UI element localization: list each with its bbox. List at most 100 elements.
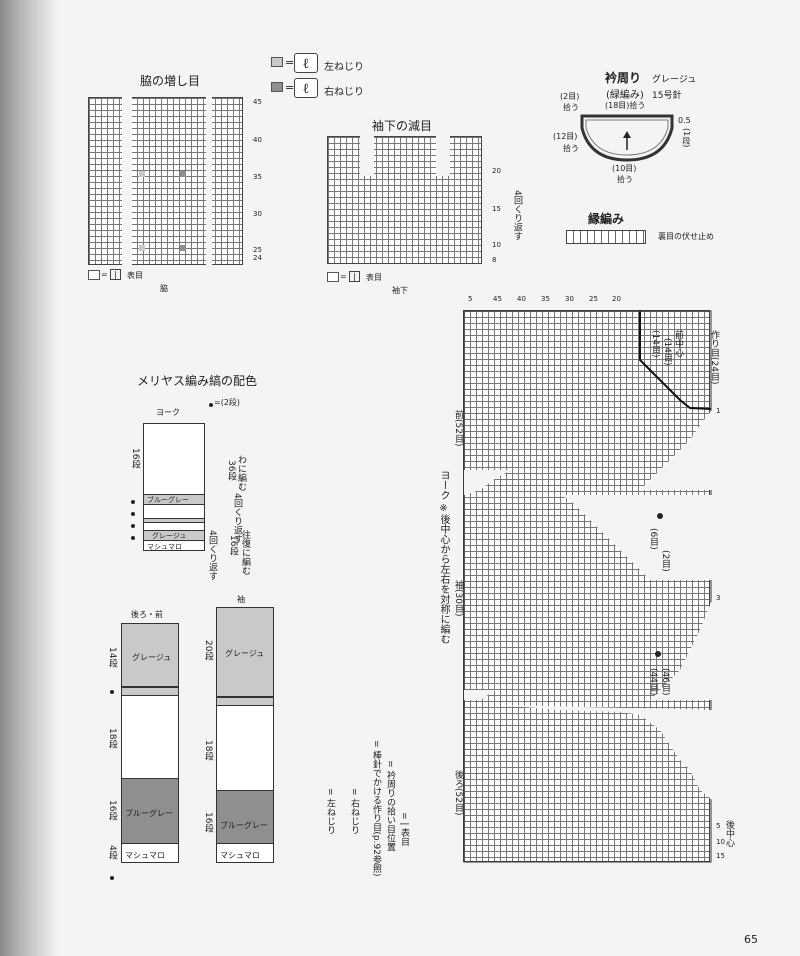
side-label: 脇 — [160, 284, 168, 293]
count-label: (2目) — [660, 550, 670, 572]
sleeve-greige — [216, 607, 274, 697]
cast-on-label: 作り目(24目) — [709, 330, 719, 385]
color-label: ブルーグレー — [125, 809, 173, 818]
color-label: グレージュ — [152, 532, 187, 540]
rows-label: 18段 — [107, 728, 117, 749]
dot-note: =(2段) — [214, 398, 241, 407]
dot-icon — [209, 403, 213, 407]
color-label: グレージュ — [225, 649, 265, 658]
rows-label: 36段 — [226, 460, 236, 481]
body-bluegray — [121, 778, 179, 844]
row-label: 35 — [253, 173, 262, 181]
book-spine-shadow — [0, 0, 58, 956]
legend-line: = 棒針でかける作り目(p.92参照) — [371, 740, 381, 877]
pick-label: 拾う — [563, 103, 579, 112]
sleeve-bluegray — [216, 790, 274, 844]
row-label: 25 — [253, 246, 262, 254]
top-mark: 25 — [589, 295, 598, 303]
dot-icon — [131, 536, 135, 540]
count-label: (44目) — [648, 668, 658, 696]
collar-yarn: グレージュ — [652, 75, 697, 85]
dark-square-icon — [271, 82, 283, 92]
count-label: (6目) — [648, 528, 658, 550]
body-stripe — [121, 687, 179, 696]
back-forth-label: 往復に編む — [240, 530, 250, 575]
legend-knit: 表目 — [127, 271, 143, 280]
legend-right-twist: 右ねじり — [324, 87, 364, 98]
pickup-marker — [657, 513, 663, 519]
row-number: 10 — [716, 838, 725, 846]
side-inc-title: 脇の増し目 — [140, 74, 201, 88]
edge-title: 縁編み — [588, 212, 625, 226]
twist-mark — [139, 171, 145, 177]
yoke-grid — [463, 310, 710, 862]
collar-stitch: (緑編み) — [606, 90, 644, 101]
knit-symbol: | — [110, 269, 121, 280]
legend-knit: 表目 — [366, 273, 382, 282]
pick-label: (2目) — [560, 92, 580, 101]
color-label: マシュマロ — [125, 851, 165, 860]
repeat-label: 4回くり返す — [232, 493, 242, 544]
top-mark: 30 — [565, 295, 574, 303]
repeat-label: 4回くり返す — [512, 190, 522, 241]
dot-icon — [131, 500, 135, 504]
collar-title: 衿周り — [605, 71, 642, 85]
count-label: (14目) — [650, 330, 660, 358]
row-label: 24 — [253, 254, 262, 262]
edge-note: 裏目の伏せ止め — [658, 232, 714, 241]
body-greige — [121, 623, 179, 687]
row-label: 10 — [492, 241, 501, 249]
pick-label: (18目)拾う — [605, 101, 646, 110]
collar-needle: 15号針 — [652, 91, 682, 101]
yoke-label: ヨーク — [156, 408, 180, 417]
front-center-label: 前中心 — [673, 330, 683, 357]
knit-symbol: | — [349, 271, 360, 282]
top-mark: 40 — [517, 295, 526, 303]
round-label: わに編む — [236, 455, 246, 491]
legend-line: = 左ねじり — [325, 788, 335, 835]
stripe-title: メリヤス編み縞の配色 — [137, 374, 258, 388]
dot-icon — [110, 690, 114, 694]
count-label: (46目) — [660, 668, 670, 696]
sleeve-title: 袖 — [237, 595, 245, 604]
repeat-label: 4回くり返す — [207, 530, 217, 581]
sleeve-stripe — [216, 697, 274, 706]
sleeve-dec-cut-2 — [436, 136, 450, 176]
twist-mark — [180, 245, 186, 251]
legend-left-twist: 左ねじり — [324, 62, 364, 73]
count-label: (14目) — [662, 338, 672, 366]
side-inc-grid — [88, 97, 243, 265]
twist-mark — [180, 171, 186, 177]
legend-line: = 衿周りの拾い目位置 — [385, 760, 395, 852]
right-twist-icon: ℓ — [294, 78, 318, 98]
rows-label: 16段 — [203, 812, 213, 833]
yoke-title: ヨーク ※後中心から左右を対称に編む — [438, 470, 449, 645]
pick-label: 拾う — [617, 175, 633, 184]
rows-label: 14段 — [107, 647, 117, 668]
legend-line: = | 表目 — [399, 812, 409, 847]
front-label: 前(52目) — [453, 410, 463, 447]
rows-label: 4段 — [107, 845, 117, 860]
side-inc-gap-2 — [206, 97, 212, 265]
color-label: マシュマロ — [220, 851, 260, 860]
collar-height: 0.5 — [678, 116, 691, 125]
row-label: 30 — [253, 210, 262, 218]
stripe-bluegray — [143, 494, 205, 505]
sleeve-dec-grid — [327, 136, 482, 264]
legend-eq: = — [340, 272, 347, 281]
rows-label: 16段 — [228, 535, 238, 556]
stripe-greige — [143, 530, 205, 541]
knit-square-icon — [327, 272, 339, 282]
dot-icon — [110, 876, 114, 880]
sleeve-section-label: 袖(30目) — [453, 580, 463, 617]
collar-height-unit: (1段) — [682, 128, 691, 148]
color-label: ブルーグレー — [147, 496, 189, 504]
pickup-marker — [655, 651, 661, 657]
side-inc-gap — [122, 97, 132, 265]
stripe-yoke-box — [143, 423, 205, 551]
sleeve-dec-cut — [360, 136, 374, 176]
top-mark: 45 — [493, 295, 502, 303]
rows-label: 16段 — [107, 800, 117, 821]
dot-icon — [131, 524, 135, 528]
